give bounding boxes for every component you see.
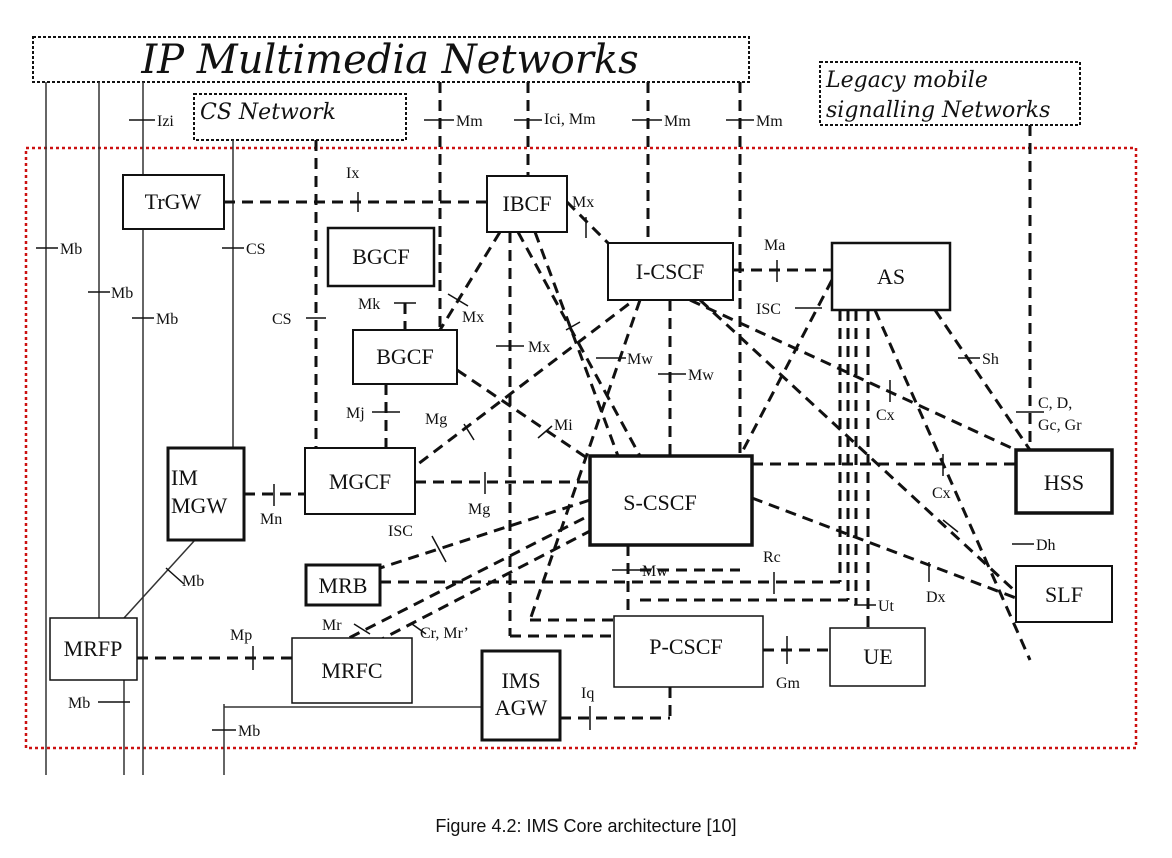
ref-gm: Gm xyxy=(776,675,801,692)
ref-izi: Izi xyxy=(157,113,174,130)
ref-cs-2: CS xyxy=(272,311,292,328)
ref-mb-1: Mb xyxy=(60,241,82,258)
legacy-networks-label-line1: Legacy mobile xyxy=(825,68,988,93)
mrb-box xyxy=(304,563,382,607)
ue-label: UE xyxy=(863,644,892,669)
cs-network-box xyxy=(193,93,407,141)
scscf-box xyxy=(588,454,754,547)
ref-ma: Ma xyxy=(764,237,785,254)
mgcf-label: MGCF xyxy=(329,469,391,494)
ref-mm-2: Mm xyxy=(664,113,691,130)
ref-ici-mm: Ici, Mm xyxy=(544,111,596,128)
as-box xyxy=(830,241,952,312)
ref-cdgcgr-line2: Gc, Gr xyxy=(1038,417,1082,434)
ims-agw-label-line2: AGW xyxy=(495,695,548,720)
ref-mx-2: Mx xyxy=(462,309,484,326)
ref-mb-6: Mb xyxy=(238,723,260,740)
bgcf-top-label: BGCF xyxy=(352,244,409,269)
ref-mm-3: Mm xyxy=(756,113,783,130)
ref-mb-4: Mb xyxy=(182,573,204,590)
im-mgw-box xyxy=(166,446,246,542)
ref-cx-2: Cx xyxy=(932,485,951,502)
dashed-connections xyxy=(137,82,1032,720)
network-elements xyxy=(49,174,1114,742)
mrfp-box xyxy=(49,617,138,681)
pcscf-box xyxy=(613,615,764,688)
as-label: AS xyxy=(877,264,905,289)
reference-point-ticks xyxy=(36,119,1044,731)
legacy-networks-label-line2: signalling Networks xyxy=(826,98,1050,123)
ims-agw-box xyxy=(480,649,562,742)
bgcf-top-box xyxy=(326,226,436,288)
ref-mm-1: Mm xyxy=(456,113,483,130)
ref-mi: Mi xyxy=(554,417,573,434)
ref-mg-2: Mg xyxy=(468,501,490,518)
mrb-label: MRB xyxy=(319,573,368,598)
ref-sh: Sh xyxy=(982,351,999,368)
ref-rc: Rc xyxy=(763,549,781,566)
cs-network-label: CS Network xyxy=(200,100,336,125)
ip-multimedia-networks-box xyxy=(32,36,750,83)
icscf-label: I-CSCF xyxy=(636,259,704,284)
ref-mg-1: Mg xyxy=(425,411,447,428)
slf-box xyxy=(1015,565,1113,623)
ref-ix: Ix xyxy=(346,165,359,182)
ref-cx-1: Cx xyxy=(876,407,895,424)
trgw-box xyxy=(122,174,225,230)
mrfc-label: MRFC xyxy=(321,658,382,683)
ims-domain-boundary xyxy=(24,146,1138,750)
ref-cr-mr: Cr, Mr’ xyxy=(420,625,469,642)
ims-agw-label-line1: IMS xyxy=(501,668,540,693)
ue-box xyxy=(829,627,926,687)
pcscf-label: P-CSCF xyxy=(649,634,722,659)
mrfp-label: MRFP xyxy=(64,636,123,661)
ref-mw-1: Mw xyxy=(627,351,653,368)
ref-cs-1: CS xyxy=(246,241,266,258)
network-element-labels: TrGW IBCF BGCF I-CSCF AS BGCF IM MGW MGC… xyxy=(64,189,1085,720)
figure-caption: Figure 4.2: IMS Core architecture [10] xyxy=(435,816,736,836)
ref-mn: Mn xyxy=(260,511,282,528)
ref-mp: Mp xyxy=(230,627,252,644)
ref-mb-2: Mb xyxy=(111,285,133,302)
scscf-label: S-CSCF xyxy=(623,490,696,515)
ref-mr: Mr xyxy=(322,617,342,634)
trgw-label: TrGW xyxy=(145,189,202,214)
solid-connections xyxy=(45,82,482,775)
ref-mx-1: Mx xyxy=(572,194,594,211)
ref-mw-3: Mw xyxy=(642,563,668,580)
ref-mk: Mk xyxy=(358,296,380,313)
bgcf-mid-box xyxy=(352,329,458,385)
ref-mj: Mj xyxy=(346,405,365,422)
reference-point-labels: Izi Mm Ici, Mm Mm Mm Ix Mx Mb CS Mb Mb C… xyxy=(60,111,1082,740)
bgcf-mid-label: BGCF xyxy=(376,344,433,369)
hss-label: HSS xyxy=(1044,470,1084,495)
ref-cdgcgr-line1: C, D, xyxy=(1038,395,1072,412)
ref-mb-3: Mb xyxy=(156,311,178,328)
ref-isc-1: ISC xyxy=(756,301,781,318)
ip-multimedia-networks-label: IP Multimedia Networks xyxy=(140,37,638,83)
slf-label: SLF xyxy=(1045,582,1083,607)
ref-mx-3: Mx xyxy=(528,339,550,356)
ibcf-label: IBCF xyxy=(503,191,552,216)
ibcf-box xyxy=(486,175,568,233)
legacy-networks-box xyxy=(819,61,1081,126)
im-mgw-label-line1: IM xyxy=(171,465,198,490)
ref-dx: Dx xyxy=(926,589,946,606)
ref-iq: Iq xyxy=(581,685,594,702)
icscf-box xyxy=(607,242,734,301)
ref-isc-2: ISC xyxy=(388,523,413,540)
ref-mw-2: Mw xyxy=(688,367,714,384)
ref-mb-5: Mb xyxy=(68,695,90,712)
mrfc-box xyxy=(291,637,413,704)
hss-box xyxy=(1014,448,1114,515)
im-mgw-label-line2: MGW xyxy=(171,493,227,518)
ref-ut: Ut xyxy=(878,598,895,615)
mgcf-box xyxy=(304,447,416,515)
ref-dh: Dh xyxy=(1036,537,1056,554)
